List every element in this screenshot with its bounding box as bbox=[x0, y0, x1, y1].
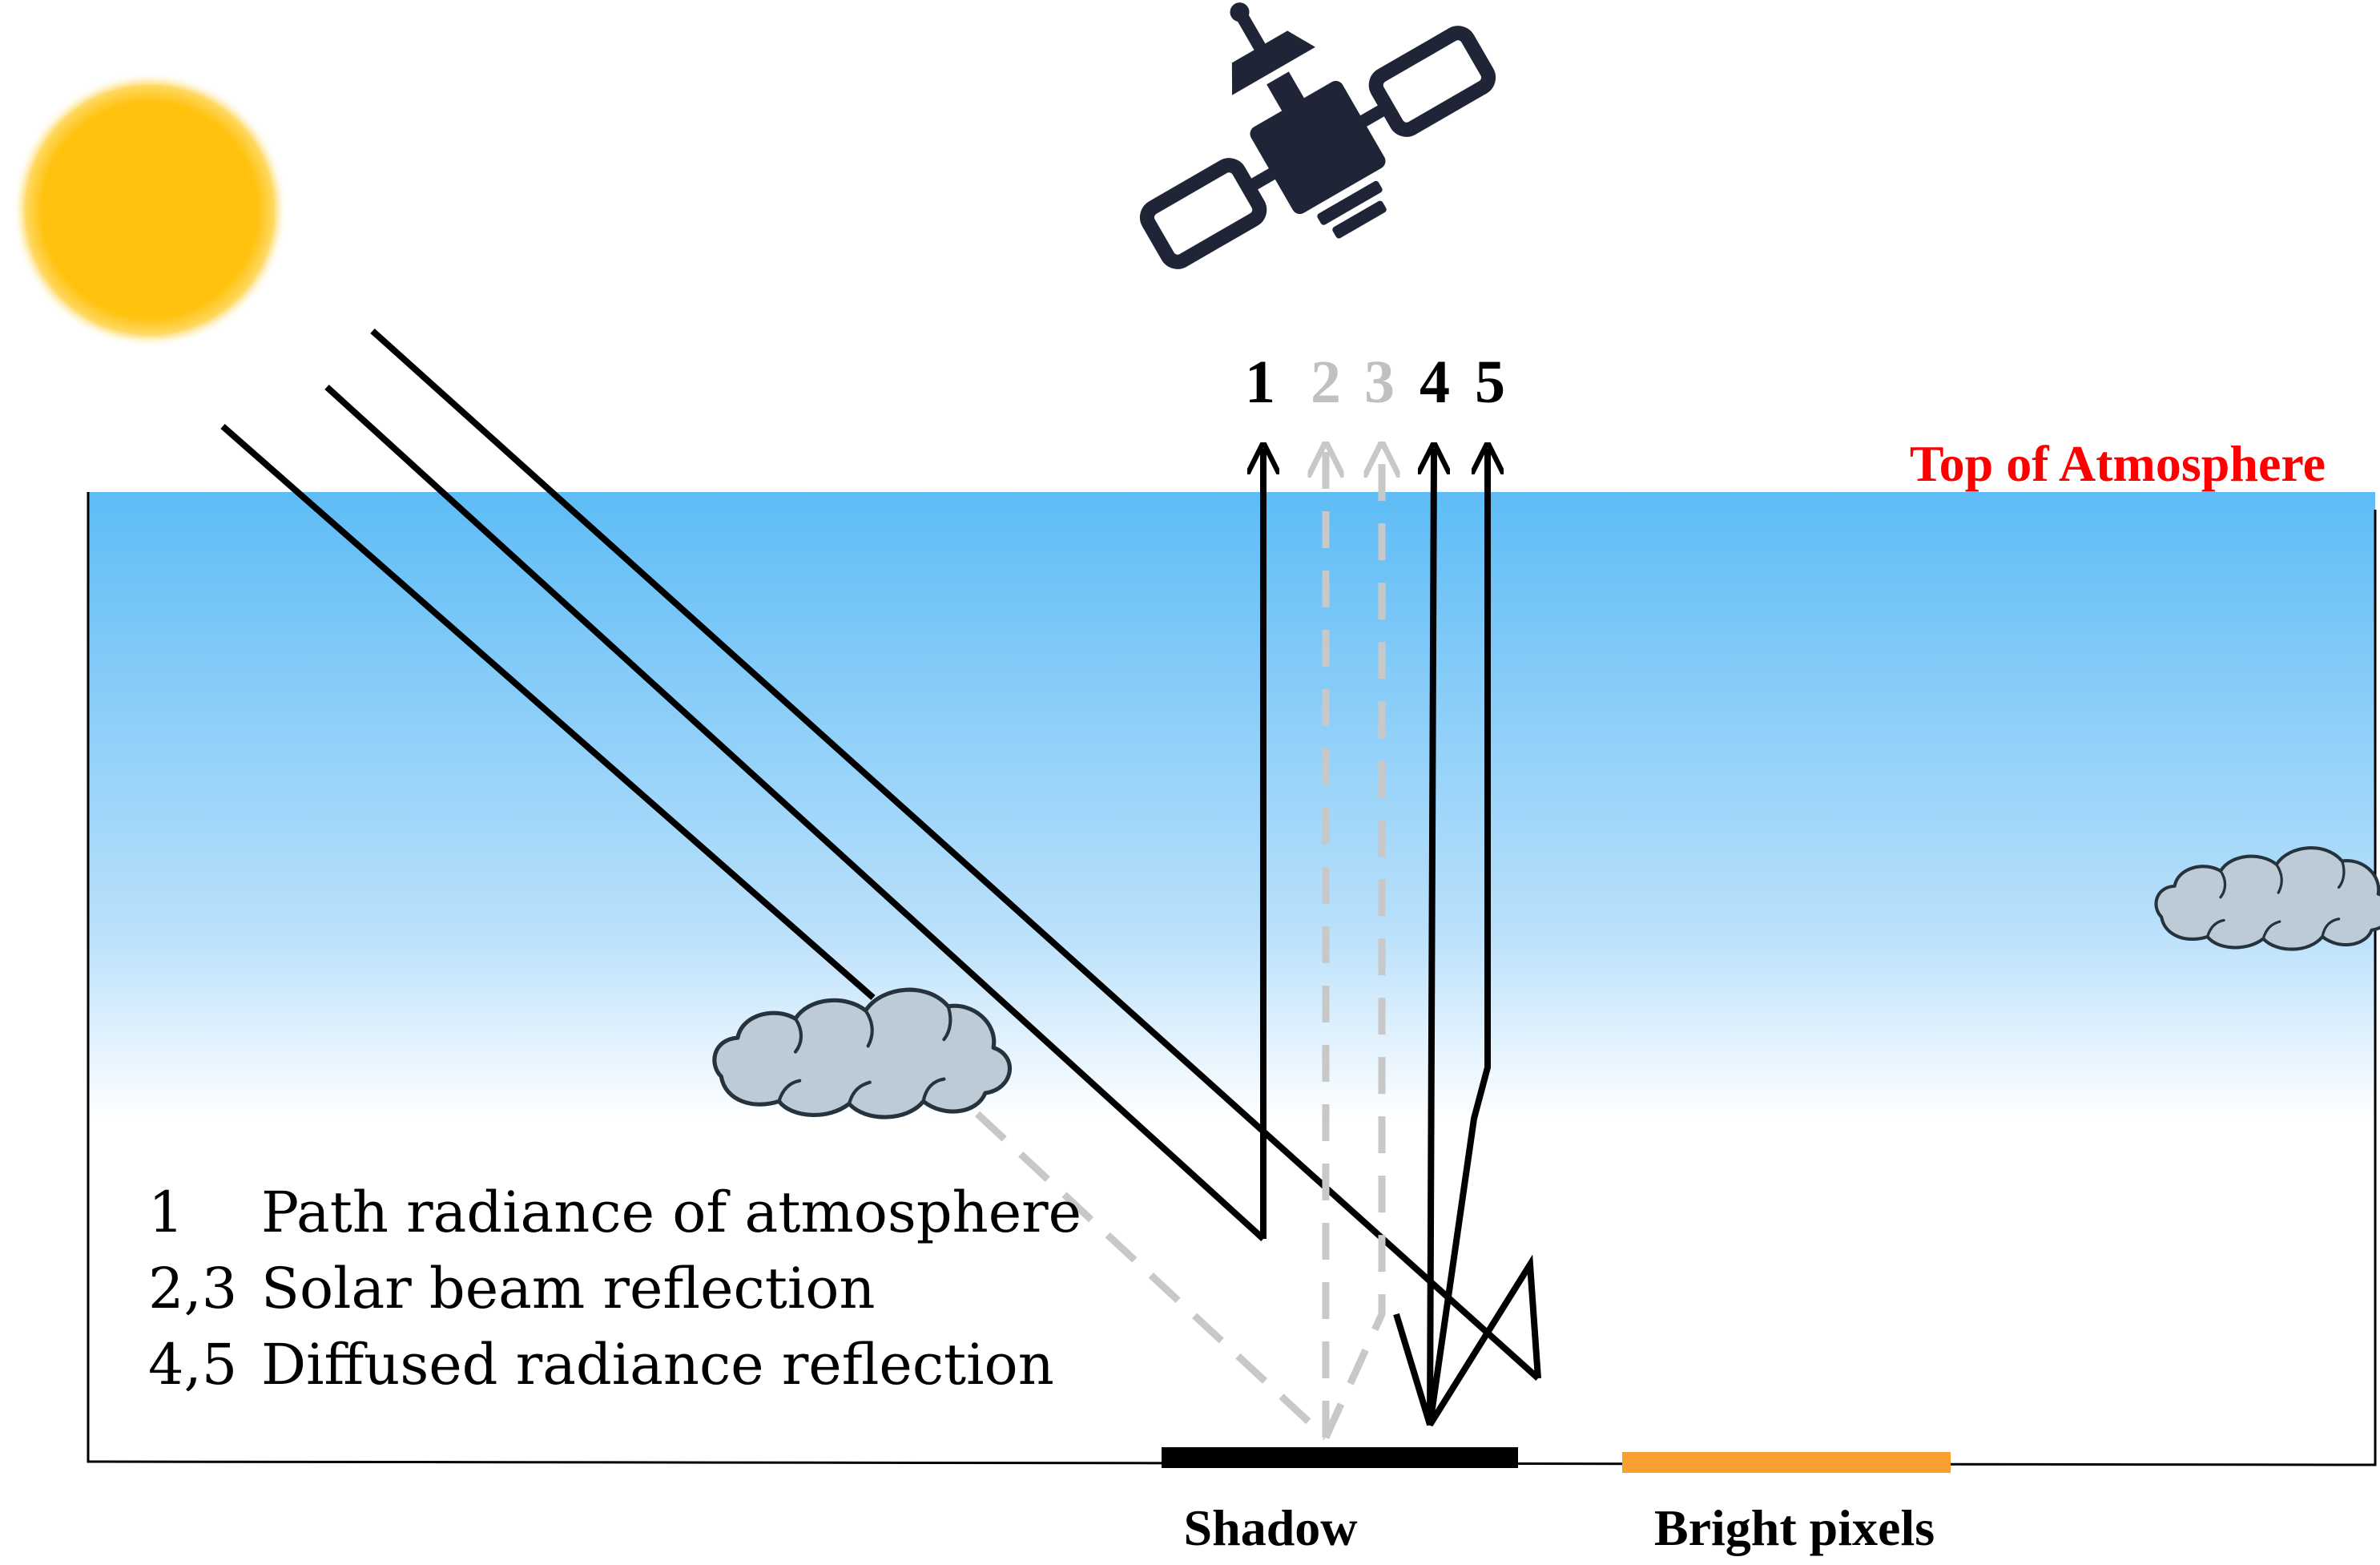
legend-key-3: 4,5 bbox=[148, 1332, 237, 1398]
solar-ray bbox=[370, 329, 1540, 1381]
satellite-icon bbox=[1139, 2, 1496, 269]
legend-key-1: 1 bbox=[148, 1180, 184, 1245]
legend-text-2: Solar beam reflection bbox=[261, 1256, 875, 1321]
shadow-label: Shadow bbox=[1184, 1499, 1358, 1556]
bright-pixels-bar bbox=[1622, 1452, 1951, 1473]
ray-number-4: 4 bbox=[1420, 349, 1450, 416]
atmosphere-band bbox=[88, 492, 2375, 1462]
solar-ray bbox=[220, 423, 876, 1001]
bright-pixels-label: Bright pixels bbox=[1654, 1499, 1935, 1556]
ray-3-arrow bbox=[1322, 449, 1382, 1439]
legend-key-2: 2,3 bbox=[148, 1256, 237, 1321]
toa-label: Top of Atmosphere bbox=[1910, 435, 2326, 492]
shadow-bar bbox=[1162, 1447, 1518, 1468]
ray-5-arrow bbox=[1427, 449, 1541, 1427]
dashed-beam bbox=[974, 1111, 1329, 1441]
legend-text-3: Diffused radiance reflection bbox=[261, 1332, 1054, 1398]
ray-number-2: 2 bbox=[1311, 349, 1341, 416]
legend: 1 Path radiance of atmosphere 2,3 Solar … bbox=[148, 1180, 1081, 1398]
solar-ray bbox=[324, 385, 1266, 1241]
ray-number-5: 5 bbox=[1475, 349, 1505, 416]
sun-icon bbox=[12, 72, 288, 348]
ray-number-3: 3 bbox=[1364, 349, 1395, 416]
legend-text-1: Path radiance of atmosphere bbox=[261, 1180, 1081, 1245]
ray-number-1: 1 bbox=[1245, 349, 1275, 416]
